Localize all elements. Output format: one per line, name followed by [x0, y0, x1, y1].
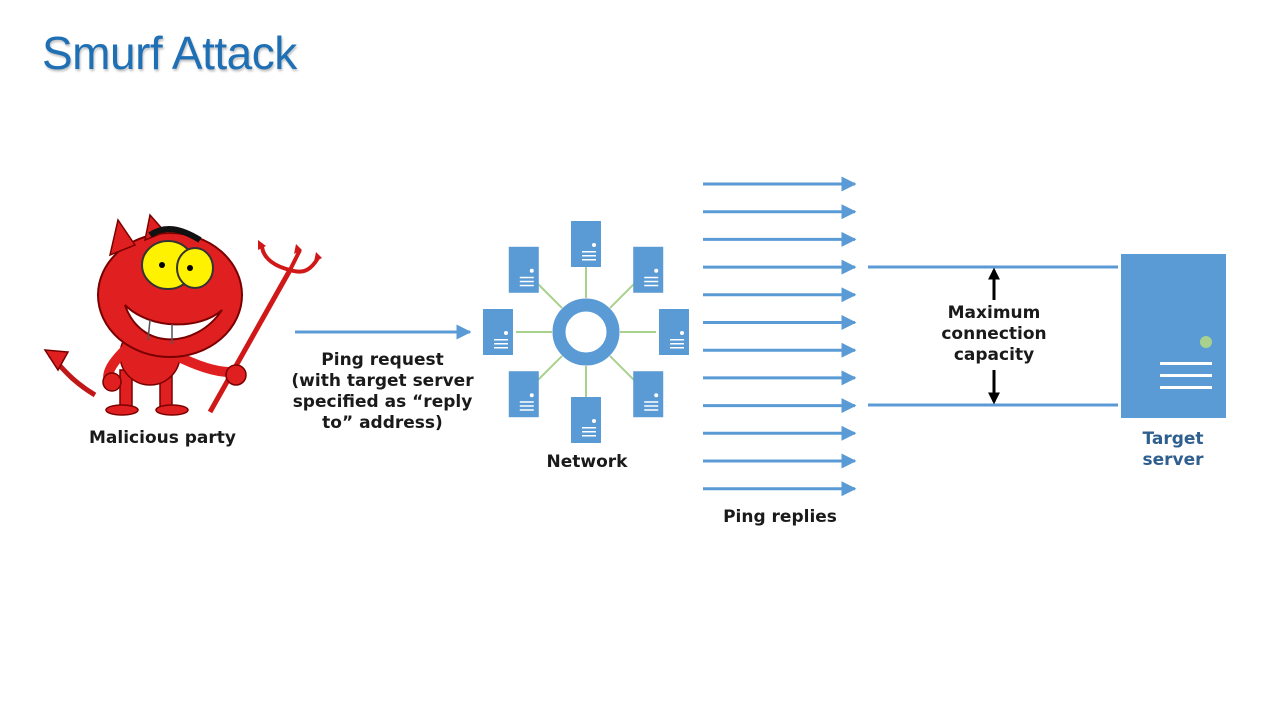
- network-link: [609, 281, 637, 309]
- ping-request-line-4: to” address): [322, 413, 443, 433]
- network-node-server-icon: [571, 397, 601, 443]
- devil-icon: [43, 213, 322, 416]
- network-graphic: [483, 221, 689, 443]
- network-node-server-icon: [508, 246, 539, 293]
- max-capacity-label: Maximum connection capacity: [930, 303, 1058, 366]
- network-hub-ring: [552, 298, 620, 366]
- target-server-line-2: server: [1142, 450, 1204, 470]
- ping-reply-arrows: [703, 176, 857, 497]
- target-server-line-1: Target: [1142, 429, 1204, 449]
- network-node-server-icon: [633, 246, 664, 293]
- ping-request-line-3: specified as “reply: [292, 392, 473, 412]
- malicious-party-label: Malicious party: [89, 428, 236, 448]
- max-capacity-line-3: capacity: [953, 345, 1035, 365]
- ping-request-label: Ping request (with target server specifi…: [290, 350, 475, 434]
- network-link: [535, 355, 563, 383]
- network-node-server-icon: [483, 309, 513, 355]
- max-capacity-line-1: Maximum: [947, 303, 1041, 323]
- network-node-server-icon: [508, 371, 539, 418]
- target-server-label: Target server: [1123, 429, 1223, 471]
- ping-replies-label: Ping replies: [723, 507, 837, 527]
- network-link: [535, 281, 563, 309]
- ping-request-line-2: (with target server: [291, 371, 474, 391]
- network-node-server-icon: [571, 221, 601, 267]
- ping-request-line-1: Ping request: [321, 350, 444, 370]
- network-link: [609, 355, 637, 383]
- max-capacity-line-2: connection: [941, 324, 1047, 344]
- slide-title: Smurf Attack: [42, 27, 297, 79]
- network-node-server-icon: [659, 309, 689, 355]
- target-server-icon: [1121, 254, 1226, 418]
- network-label: Network: [546, 452, 628, 472]
- network-node-server-icon: [633, 371, 664, 418]
